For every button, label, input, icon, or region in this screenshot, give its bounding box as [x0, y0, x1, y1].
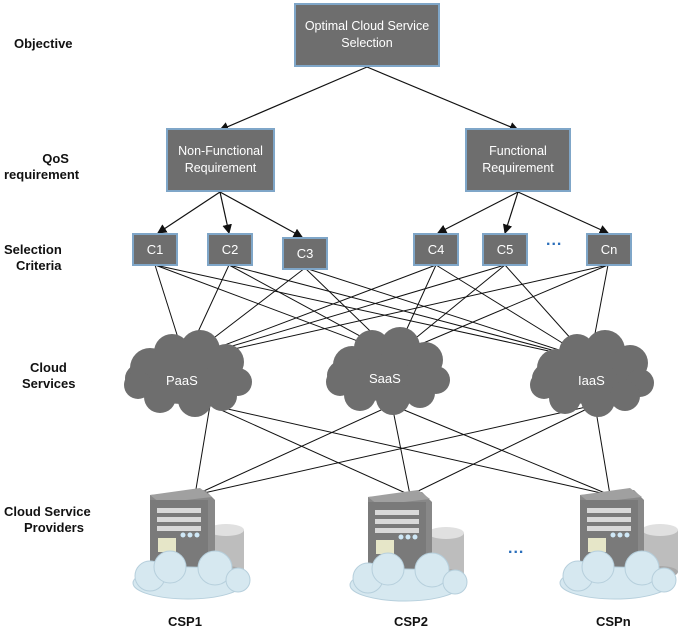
service-paas-label: PaaS [166, 373, 198, 388]
criteria-cn: Cn [586, 233, 632, 266]
objective-line1: Optimal Cloud Service [304, 19, 430, 33]
functional-line1: Functional [489, 144, 547, 158]
nonfunctional-line2: Requirement [184, 161, 257, 175]
level-label-objective: Objective [14, 36, 73, 52]
level-selection-line2: Criteria [16, 258, 62, 273]
arrow-f-c5 [502, 191, 519, 235]
level-qos-line2: requirement [4, 167, 80, 182]
criteria-c1: C1 [132, 233, 178, 266]
service-provider-links [194, 404, 611, 496]
arrow-nf-c1 [156, 191, 221, 234]
level-objective-text: Objective [14, 36, 73, 51]
service-saas-label: SaaS [369, 371, 401, 386]
functional-line2: Requirement [482, 161, 554, 175]
iaas-cloud-icon [530, 330, 654, 417]
provider-cspn-label: CSPn [596, 614, 631, 629]
provider-csp2-label: CSP2 [394, 614, 428, 629]
nonfunctional-line1: Non-Functional [178, 144, 263, 158]
level-providers-line1: Cloud Service [4, 504, 91, 519]
level-label-selection: Selection Criteria [4, 242, 62, 274]
arrow-f-c4 [436, 191, 519, 234]
saas-cloud-icon [326, 327, 450, 415]
level-providers-line2: Providers [24, 520, 84, 535]
csp1-server-icon [132, 488, 251, 600]
objective-line2: Selection [341, 36, 393, 50]
arrow-nf-c3 [219, 191, 304, 238]
criteria-c5: C5 [482, 233, 528, 266]
arrow-objective-nonfunctional [218, 66, 368, 132]
provider-csp1-label: CSP1 [168, 614, 202, 629]
csp2-server-icon [349, 490, 468, 602]
service-iaas-label: IaaS [578, 373, 605, 388]
arrow-f-cn [517, 191, 610, 234]
level-cloud-line1: Cloud [30, 360, 67, 375]
paas-cloud-icon [124, 330, 252, 417]
nonfunctional-requirement-box: Non-Functional Requirement [166, 128, 275, 192]
level-qos-line1: QoS [42, 151, 69, 166]
level-label-qos: QoS requirement [4, 151, 79, 183]
arrow-nf-c2 [219, 191, 232, 235]
level-label-cloud-services: Cloud Services [22, 360, 76, 392]
providers-ellipsis: ... [508, 540, 525, 557]
level-selection-line1: Selection [4, 242, 62, 257]
functional-requirement-box: Functional Requirement [465, 128, 571, 192]
cspn-server-icon [559, 488, 678, 600]
criteria-c2: C2 [207, 233, 253, 266]
level-label-providers: Cloud Service Providers [4, 504, 91, 536]
criteria-c4: C4 [413, 233, 459, 266]
level-cloud-line2: Services [22, 376, 76, 391]
criteria-c3: C3 [282, 237, 328, 270]
criteria-ellipsis: ... [546, 232, 563, 249]
objective-box: Optimal Cloud Service Selection [294, 3, 440, 67]
arrow-objective-functional [366, 66, 520, 132]
